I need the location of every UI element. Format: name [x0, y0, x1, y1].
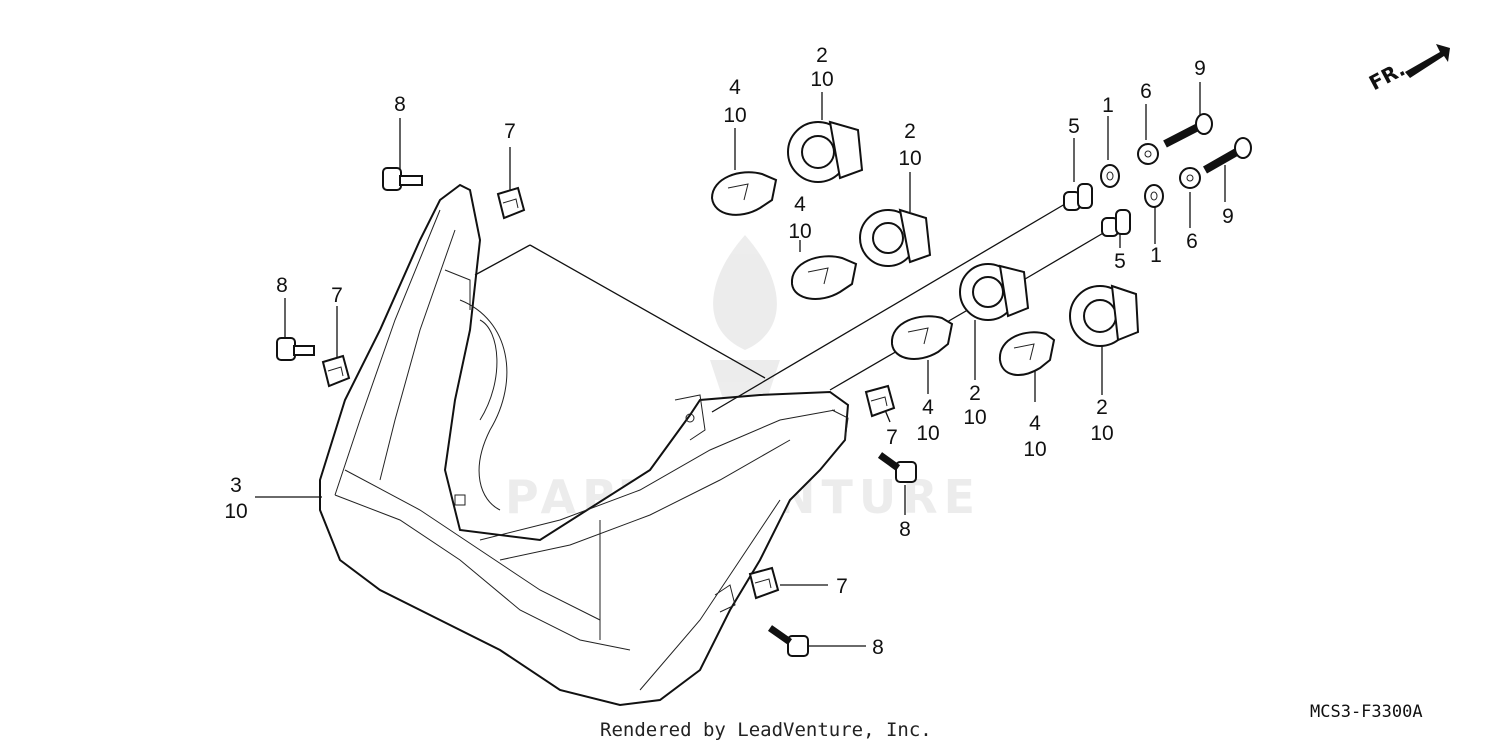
callout-number: 10 — [916, 422, 940, 445]
callout-number: 8 — [872, 636, 884, 659]
wedge-bulb-icon — [710, 171, 778, 216]
callout-number: 10 — [788, 220, 812, 243]
callout-number: 2 — [816, 44, 828, 67]
grommet-icon — [1101, 209, 1131, 237]
clip-nut-icon — [864, 384, 896, 418]
callout-number: 7 — [331, 284, 343, 307]
callout-number: 7 — [836, 575, 848, 598]
callout-number: 7 — [886, 426, 898, 449]
callout-number: 3 — [230, 474, 242, 497]
callout-number: 10 — [1023, 438, 1047, 461]
callout-number: 9 — [1194, 57, 1206, 80]
callout-number: 8 — [899, 518, 911, 541]
screw-icon — [276, 337, 315, 361]
wedge-bulb-icon — [790, 255, 858, 300]
callout-number: 8 — [276, 274, 288, 297]
wedge-bulb-icon — [890, 315, 954, 360]
collar-icon — [1100, 164, 1120, 188]
callout-number: 8 — [394, 93, 406, 116]
callout-number: 10 — [898, 147, 922, 170]
bulb-socket-icon — [859, 208, 932, 267]
wedge-bulb-icon — [998, 331, 1056, 376]
callout-number: 10 — [810, 68, 834, 91]
callout-number: 2 — [1096, 396, 1108, 419]
diagram-part-code: MCS3-F3300A — [1310, 702, 1423, 722]
screw-icon — [767, 625, 809, 657]
bulb-socket-icon — [959, 263, 1030, 321]
headlight-housing — [319, 183, 850, 707]
callout-number: 2 — [969, 382, 981, 405]
washer-icon — [1179, 167, 1201, 189]
collar-icon — [1144, 184, 1164, 208]
callout-number: 2 — [904, 120, 916, 143]
bulb-socket-icon — [1069, 284, 1140, 347]
bolt-icon — [1203, 137, 1252, 174]
callout-number: 5 — [1068, 115, 1080, 138]
washer-icon — [1137, 143, 1159, 165]
callout-number: 10 — [723, 104, 747, 127]
clip-nut-icon — [496, 186, 526, 220]
callout-number: 4 — [1029, 412, 1041, 435]
screw-icon — [877, 452, 917, 483]
bulb-socket-icon — [787, 120, 864, 183]
screw-icon — [382, 167, 423, 191]
callout-number: 6 — [1186, 230, 1198, 253]
callout-number: 4 — [729, 76, 741, 99]
clip-nut-icon — [748, 566, 780, 600]
callout-number: 1 — [1102, 94, 1114, 117]
callout-number: 9 — [1222, 205, 1234, 228]
callout-number: 10 — [1090, 422, 1114, 445]
grommet-icon — [1063, 183, 1093, 211]
callout-number: 10 — [963, 406, 987, 429]
footer-credit: Rendered by LeadVenture, Inc. — [600, 719, 932, 741]
callout-number: 4 — [922, 396, 934, 419]
front-direction-arrow-icon — [1405, 44, 1450, 78]
clip-nut-icon — [321, 354, 351, 388]
bolt-icon — [1163, 113, 1213, 148]
callout-number: 4 — [794, 193, 806, 216]
callout-number: 7 — [504, 120, 516, 143]
callout-number: 6 — [1140, 80, 1152, 103]
callout-number: 5 — [1114, 250, 1126, 273]
callout-number: 10 — [224, 500, 248, 523]
callout-number: 1 — [1150, 244, 1162, 267]
